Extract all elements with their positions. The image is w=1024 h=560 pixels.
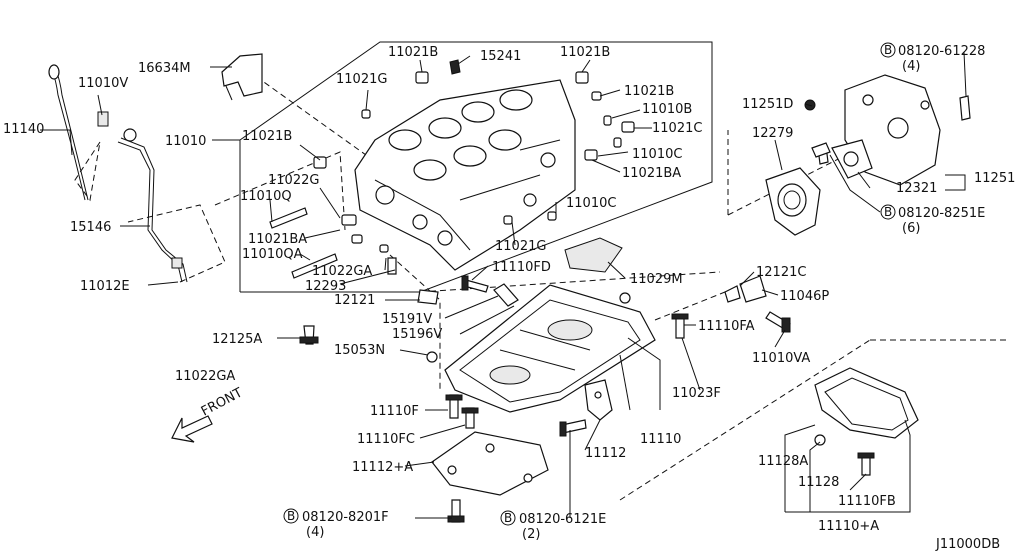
label-11251d: 11251D	[742, 97, 793, 112]
label-12321: 12321	[896, 181, 937, 196]
bolt-marker: B	[884, 43, 892, 57]
label-08120-61228: 08120-61228	[898, 44, 985, 59]
label-11021ba-1: 11021BA	[622, 166, 681, 181]
label-15053n: 15053N	[334, 343, 385, 358]
bolt-marker: B	[884, 205, 892, 219]
rear-plate	[765, 74, 971, 236]
label-11021g-1: 11021G	[336, 72, 387, 87]
label-12121: 12121	[334, 293, 375, 308]
label-11110fa: 11110FA	[698, 319, 755, 334]
label-11022ga-1: 11022GA	[312, 264, 372, 279]
label-11046p: 11046P	[780, 289, 829, 304]
label-11022g: 11022G	[268, 173, 319, 188]
label-11021b-4: 11021B	[242, 129, 292, 144]
label-08120-8251e: 08120-8251E	[898, 206, 985, 221]
label-11022ga-2: 11022GA	[175, 369, 235, 384]
label-11010q: 11010Q	[240, 189, 292, 204]
bolt-callout-08120-8201f: B 08120-8201F (4)	[283, 508, 389, 540]
label-11021b-2: 11021B	[560, 45, 610, 60]
label-08120-6121e-qty: (2)	[522, 527, 540, 542]
part-labels: 11140 11010V 16634M 11021B 15241 11021B …	[3, 42, 1015, 542]
label-11010qa: 11010QA	[242, 247, 303, 262]
label-08120-8201f: 08120-8201F	[302, 510, 389, 525]
label-12125a: 12125A	[212, 332, 262, 347]
oil-pan-lower	[814, 367, 919, 446]
label-12279: 12279	[752, 126, 793, 141]
label-11140: 11140	[3, 122, 44, 137]
diagram-code: J11000DB	[935, 537, 1000, 552]
label-11128: 11128	[798, 475, 839, 490]
label-11029m: 11029M	[630, 272, 683, 287]
front-label: FRONT	[199, 385, 245, 419]
label-08120-61228-qty: (4)	[902, 59, 920, 74]
label-11012e: 11012E	[80, 279, 130, 294]
label-12121c: 12121C	[756, 265, 806, 280]
label-11110fb: 11110FB	[838, 494, 896, 509]
label-11023f: 11023F	[672, 386, 721, 401]
block-plugs	[269, 59, 635, 279]
label-08120-8251e-qty: (6)	[902, 221, 920, 236]
label-11110fc: 11110FC	[357, 432, 415, 447]
baffle-11029m	[564, 237, 623, 273]
label-15146: 15146	[70, 220, 111, 235]
label-16634m: 16634M	[138, 61, 191, 76]
bracket-16634m	[221, 53, 263, 101]
label-11021g-2: 11021G	[495, 239, 546, 254]
label-15196v: 15196V	[392, 327, 442, 342]
label-11110: 11110	[640, 432, 681, 447]
bolt-callout-08120-8251e: B 08120-8251E (6)	[880, 204, 985, 236]
label-12293: 12293	[305, 279, 346, 294]
label-11010b: 11010B	[642, 102, 692, 117]
label-11021b-3: 11021B	[624, 84, 674, 99]
dipstick-assembly	[48, 64, 188, 283]
oil-pan-upper	[444, 284, 656, 413]
label-11010v: 11010V	[78, 76, 128, 91]
label-11010: 11010	[165, 134, 206, 149]
label-11021b-1: 11021B	[388, 45, 438, 60]
oil-pan-plate	[431, 431, 549, 496]
label-11021c: 11021C	[652, 121, 702, 136]
label-08120-6121e: 08120-6121E	[519, 512, 606, 527]
label-11128a: 11128A	[758, 454, 808, 469]
label-11251: 11251	[974, 171, 1015, 186]
bolt-callout-08120-6121e: B 08120-6121E (2)	[500, 510, 606, 542]
label-11010va: 11010VA	[752, 351, 810, 366]
bracket-11112	[584, 379, 613, 421]
front-arrow: FRONT	[171, 385, 245, 443]
label-11010c-1: 11010C	[632, 147, 682, 162]
label-11110fd: 11110FD	[492, 260, 551, 275]
label-11112a: 11112+A	[352, 460, 413, 475]
leader-lines	[40, 51, 967, 519]
label-11112: 11112	[585, 446, 626, 461]
bolt-callout-08120-61228: B 08120-61228 (4)	[880, 42, 985, 74]
bolts	[299, 142, 875, 523]
bolt-marker: B	[287, 509, 295, 523]
label-15191v: 15191V	[382, 312, 432, 327]
label-11110f: 11110F	[370, 404, 419, 419]
label-11010c-2: 11010C	[566, 196, 616, 211]
label-11110a: 11110+A	[818, 519, 879, 534]
label-08120-8201f-qty: (4)	[306, 525, 324, 540]
label-11021ba-2: 11021BA	[248, 232, 307, 247]
bolt-marker: B	[504, 511, 512, 525]
label-15241: 15241	[480, 49, 521, 64]
cylinder-block	[354, 79, 576, 271]
